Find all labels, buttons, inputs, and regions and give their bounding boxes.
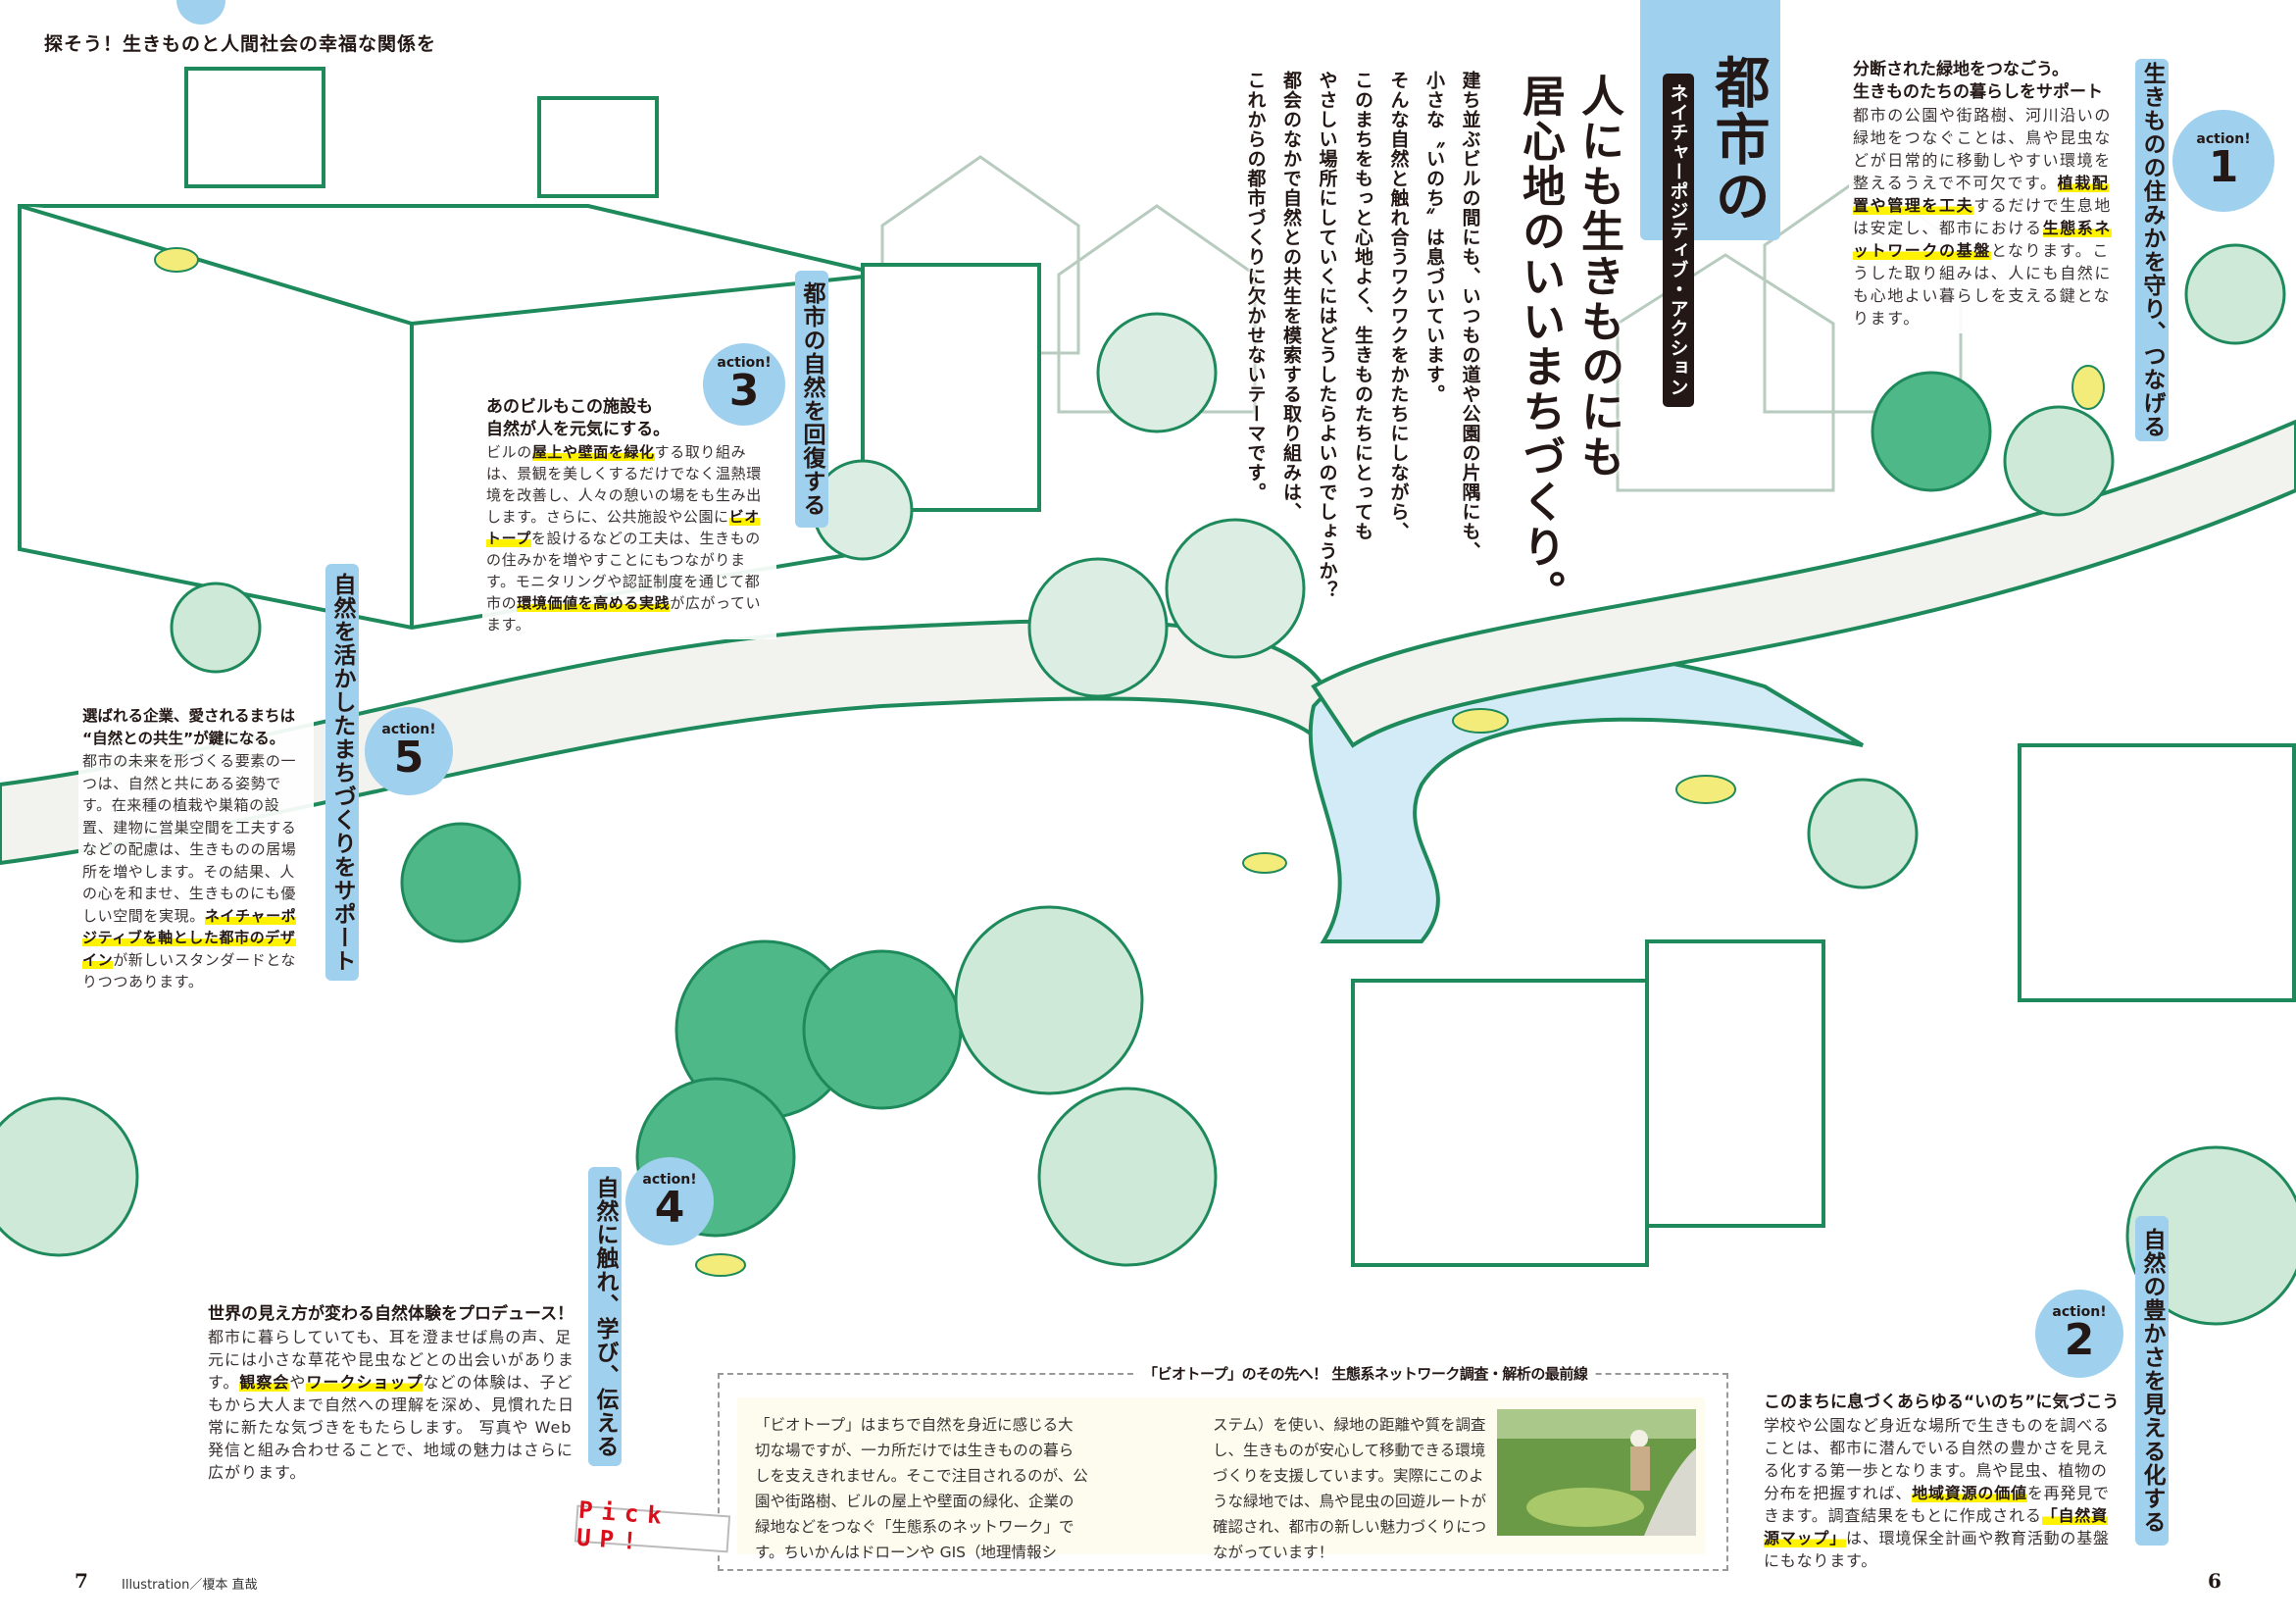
highlighted-text: ワークショップ — [306, 1373, 424, 1392]
heading-line: 選ばれる企業、愛されるまちは — [82, 707, 296, 725]
lead-line: 都会のなかで自然との共生を模索する取り組みは、 — [1280, 71, 1302, 522]
heading-line: “自然との共生”が鍵になる。 — [82, 730, 285, 747]
heading-line: あのビルもこの施設も — [486, 397, 653, 417]
page-number-right: 6 — [2208, 1569, 2221, 1593]
lead-line: やさしい場所にしていくにはどうしたらよいのでしょうか？ — [1316, 71, 1338, 600]
action-4-text: 世界の見え方が変わる自然体験をプロデュース！ 都市に暮らしていても、耳を澄ませば… — [204, 1299, 586, 1488]
body-text: は、環境保全計画や教育活動の基盤にもなります。 — [1764, 1529, 2110, 1570]
body-text: 都市の公園や街路樹、河川沿いの緑地をつなぐことは、鳥や昆虫などが日常的に移動しや… — [1853, 106, 2113, 192]
action-2-label: 自然の豊かさを見える化する — [2135, 1216, 2169, 1546]
action-5-label: 自然を活かしたまちづくりをサポート — [325, 564, 359, 981]
page-title: 人にも生きものにも 居心地のいいまちづくり。 — [1510, 74, 1627, 615]
heading-line: 分断された緑地をつなごう。 — [1853, 60, 2069, 79]
action-2-text: このまちに息づくあらゆる“いのち”に気づこう 学校や公園など身近な場所で生きもの… — [1760, 1388, 2127, 1576]
series-label: ネイチャーポジティブ・アクション — [1663, 74, 1694, 407]
action-1-badge: action!1 — [2172, 110, 2274, 212]
survey-photo-image — [1497, 1409, 1696, 1536]
badge-number: 1 — [2208, 142, 2239, 192]
action-5-text: 選ばれる企業、愛されるまちは “自然との共生”が鍵になる。 都市の未来を形づくる要… — [78, 701, 314, 997]
heading-line: このまちに息づくあらゆる“いのち”に気づこう — [1764, 1393, 2120, 1412]
highlighted-text: 環境価値を高める実践 — [517, 594, 671, 612]
badge-number: 2 — [2064, 1315, 2095, 1365]
body-text: となります。こうした取り組みは、人にも自然にも心地よい暮らしを支える鍵となります… — [1853, 241, 2113, 328]
action-4-heading: 世界の見え方が変わる自然体験をプロデュース！ — [208, 1303, 582, 1326]
pickup-stamp: Pick UP! — [574, 1496, 731, 1556]
badge-number: 3 — [728, 366, 760, 416]
lead-line: このまちをもっと心地よく、生きものたちにとっても — [1352, 71, 1373, 541]
heading-line: 生きものたちの暮らしをサポート — [1853, 82, 2103, 102]
body-text: が広がっています。 — [486, 594, 762, 634]
lead-text: 建ち並ぶビルの間にも、いつもの道や公園の片隅にも、 小さな〝いのち〟は息づいてい… — [1237, 71, 1488, 630]
action-3-heading: あのビルもこの施設も自然が人を元気にする。 — [486, 396, 773, 441]
action-4-badge: action!4 — [625, 1157, 714, 1245]
illustration-credit: Illustration／榎本 直哉 — [122, 1578, 258, 1593]
body-text: が新しいスタンダードとなりつつあります。 — [82, 950, 296, 991]
action-2-body: 学校や公園など身近な場所で生きものを調べることは、都市に潜んでいる自然の豊かさを… — [1764, 1414, 2123, 1572]
lead-line: そんな自然と触れ合うワクワクをかたちにしながら、 — [1387, 71, 1410, 541]
highlighted-text: 屋上や壁面を緑化 — [531, 443, 655, 461]
badge-tag: action! — [381, 722, 436, 737]
pickup-column-2: ステム）を使い、緑地の距離や質を調査し、生きものが安心して移動できる環境づくりを… — [1213, 1416, 1487, 1561]
action-4-label: 自然に触れ、学び、伝える — [588, 1167, 622, 1466]
action-1-label: 生きものの住みかを守り、つなげる — [2135, 59, 2169, 441]
action-4-body: 都市に暮らしていても、耳を澄ませば鳥の声、足元には小さな草花や昆虫などとの出会い… — [208, 1326, 582, 1484]
lead-line: 小さな〝いのち〟は息づいています。 — [1423, 71, 1445, 404]
trees — [0, 243, 2296, 1326]
badge-tag: action! — [2196, 131, 2251, 147]
elevated-walkway — [1311, 419, 2296, 748]
lead-line: これからの都市づくりに欠かせないテーマです。 — [1244, 71, 1267, 502]
badge-number: 4 — [654, 1183, 685, 1233]
title-line: 人にも生きものにも — [1573, 74, 1623, 480]
body-text: 学校や公園など身近な場所で生きものを調べることは、都市に潜んでいる自然の豊かさを… — [1764, 1416, 2110, 1502]
title-line: 居心地のいいまちづくり。 — [1515, 74, 1565, 615]
action-5-body: 都市の未来を形づくる要素の一つは、自然と共にある姿勢です。在来種の植栽や巣箱の設… — [82, 750, 310, 993]
pickup-column-1: 「ビオトープ」はまちで自然を身近に感じる大切な場ですが、一カ所だけでは生きものの… — [755, 1416, 1088, 1561]
action-1-text: 分断された緑地をつなごう。生きものたちの暮らしをサポート 都市の公園や街路樹、河… — [1849, 55, 2125, 333]
category-title: 都市の — [1706, 54, 1770, 225]
body-text: や — [289, 1373, 307, 1392]
body-text: 都市の未来を形づくる要素の一つは、自然と共にある姿勢です。在来種の植栽や巣箱の設… — [82, 752, 297, 925]
body-text: 都市に暮らしていても、耳を澄ませば鳥の声、足元には小さな草花や昆虫などとの出会い… — [208, 1328, 574, 1392]
action-3-text: あのビルもこの施設も自然が人を元気にする。 ビルの屋上や壁面を緑化する取り組みは… — [482, 392, 776, 639]
survey-photo — [1497, 1409, 1696, 1536]
badge-tag: action! — [2052, 1304, 2107, 1320]
lead-line: 建ち並ぶビルの間にも、いつもの道や公園の片隅にも、 — [1459, 71, 1481, 561]
pickup-title: 「ビオトープ」のその先へ！ 生態系ネットワーク調査・解析の最前線 — [1137, 1363, 1594, 1384]
action-1-body: 都市の公園や街路樹、河川沿いの緑地をつなぐことは、鳥や昆虫などが日常的に移動しや… — [1853, 104, 2121, 329]
action-2-badge: action!2 — [2035, 1290, 2123, 1378]
action-5-heading: 選ばれる企業、愛されるまちは “自然との共生”が鍵になる。 — [82, 705, 310, 750]
badge-tag: action! — [717, 355, 772, 371]
action-3-body: ビルの屋上や壁面を緑化する取り組みは、景観を美しくするだけでなく温熱環境を改善し… — [486, 441, 773, 635]
body-text: を再発見できます。調査結果をもとに作成される — [1764, 1484, 2110, 1525]
action-3-label: 都市の自然を回復する — [795, 271, 828, 528]
body-text: などの体験は、子どもから大人まで自然への理解を深め、見慣れた日常に新たな気づきを… — [208, 1373, 575, 1482]
badge-tag: action! — [642, 1172, 697, 1188]
action-1-heading: 分断された緑地をつなごう。生きものたちの暮らしをサポート — [1853, 59, 2121, 104]
body-text: する取り組みは、景観を美しくするだけでなく温熱環境を改善し、人々の憩いの場をも生… — [486, 443, 762, 526]
action-5-badge: action!5 — [365, 707, 453, 795]
highlighted-text: 地域資源の価値 — [1912, 1484, 2027, 1502]
highlighted-text: 観察会 — [239, 1373, 290, 1392]
action-3-badge: action!3 — [703, 343, 785, 426]
heading-line: 世界の見え方が変わる自然体験をプロデュース！ — [208, 1304, 574, 1324]
header-tagline: 探そう！生きものと人間社会の幸福な関係を — [44, 33, 437, 55]
birds — [154, 247, 2105, 1277]
action-2-heading: このまちに息づくあらゆる“いのち”に気づこう — [1764, 1392, 2123, 1414]
body-text: ビルの — [486, 443, 532, 461]
heading-line: 自然が人を元気にする。 — [486, 420, 671, 439]
badge-number: 5 — [393, 733, 424, 783]
page-number-left: 7 — [75, 1569, 88, 1593]
body-text: するだけで生息地は安定し、都市における — [1853, 196, 2113, 237]
body-text: を設けるなどの工夫は、生きものの住みかを増やすことにもつながります。モニタリング… — [486, 530, 761, 612]
